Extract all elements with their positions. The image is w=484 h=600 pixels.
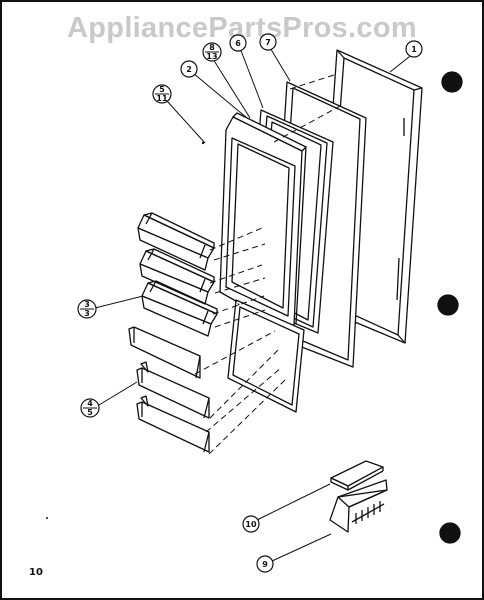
callout-1: 1 (405, 40, 423, 58)
callout-5-11-top: 5 (159, 85, 165, 94)
callout-3-3: 3 3 (77, 299, 97, 319)
callout-2: 2 (180, 60, 198, 78)
leader-lines (90, 45, 415, 562)
shelf-retainer-bar-middle (136, 361, 210, 419)
door-shelf-lower (141, 280, 218, 337)
binder-hole-top (441, 71, 463, 93)
callout-7-label: 7 (265, 38, 271, 47)
butter-compartment-cover (330, 460, 384, 491)
binder-hole-bottom (439, 522, 461, 544)
callout-8-13: 8 13 (202, 42, 222, 62)
callout-5-11: 5 11 (152, 84, 172, 104)
callout-3-3-bottom: 3 (84, 309, 90, 318)
callout-8-13-top: 8 (209, 43, 215, 52)
scan-speck (46, 517, 48, 519)
callout-6: 6 (229, 34, 247, 52)
callout-8-13-bottom: 13 (206, 52, 217, 61)
callout-4-5-top: 4 (87, 399, 93, 408)
door-shelf-middle (139, 248, 215, 305)
callout-9-label: 9 (262, 560, 268, 569)
shelf-retainer-bar-lower (136, 395, 210, 453)
callout-4-5: 4 5 (80, 398, 100, 418)
page-number: 10 (29, 567, 43, 578)
callout-6-label: 6 (235, 39, 241, 48)
callout-1-label: 1 (411, 45, 417, 54)
door-shelf-upper (137, 212, 215, 271)
binder-hole-middle (437, 294, 459, 316)
callout-9: 9 (256, 555, 274, 573)
callout-10-label: 10 (245, 520, 257, 529)
callout-4-5-bottom: 5 (87, 408, 93, 417)
callout-7: 7 (259, 33, 277, 51)
callout-5-11-bottom: 11 (156, 94, 168, 103)
shelf-retainer-bar-upper (128, 326, 201, 379)
callout-10: 10 (242, 515, 260, 533)
assembly-lines (194, 73, 343, 455)
inner-door-liner (219, 112, 307, 331)
scan-speck (201, 141, 205, 145)
callout-2-label: 2 (186, 65, 192, 74)
butter-compartment (329, 479, 388, 533)
callout-3-3-top: 3 (84, 300, 90, 309)
